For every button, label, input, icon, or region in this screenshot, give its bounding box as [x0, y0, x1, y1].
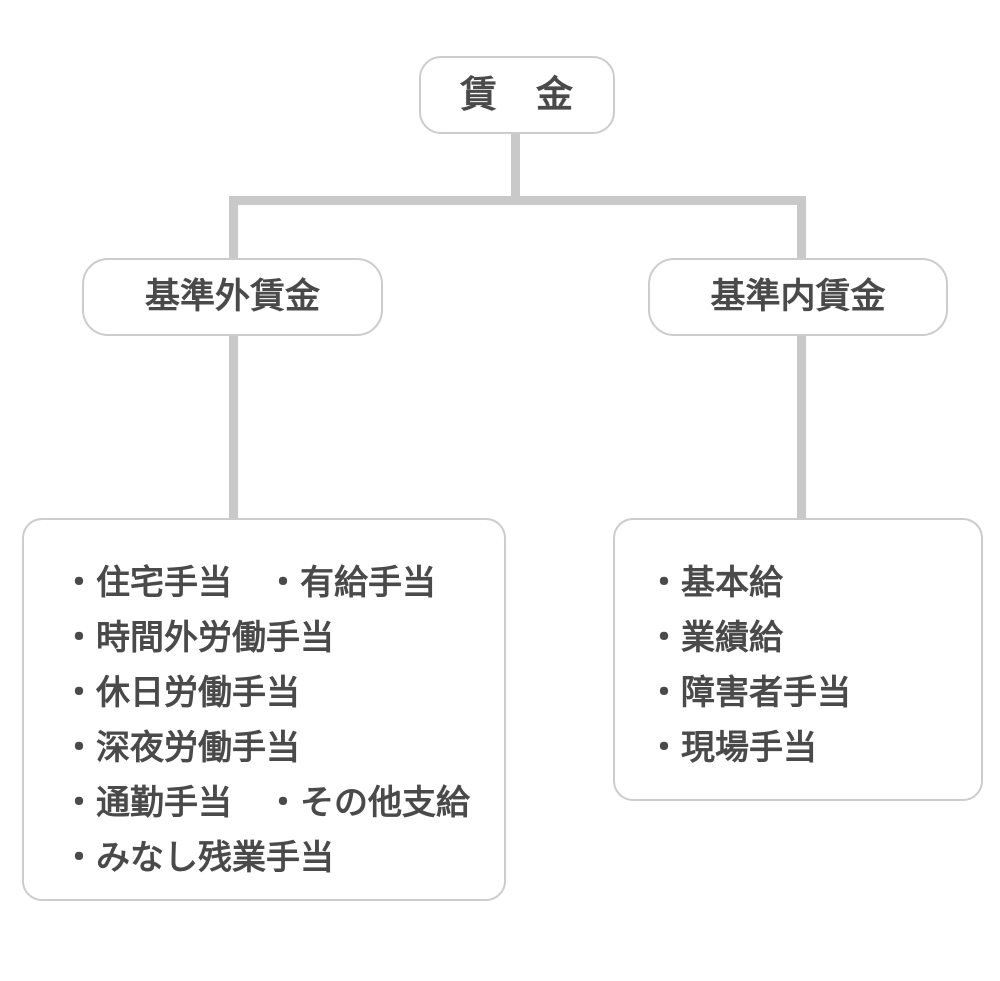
node-list-kijunnai: ・基本給 ・業績給 ・障害者手当 ・現場手当 [613, 518, 983, 801]
connector-right-branch-to-list [797, 330, 806, 524]
connector-root-stem [511, 133, 520, 202]
node-root-label: 賃 金 [460, 73, 574, 115]
list-item: ・障害者手当 [647, 674, 851, 713]
list-item: ・みなし残業手当 [62, 839, 334, 878]
connector-drop-right [797, 196, 806, 264]
list-item: ・時間外労働手当 [62, 619, 334, 658]
list-item: ・通勤手当 ・その他支給 [62, 784, 470, 823]
node-branch-kijungai-label: 基準外賃金 [144, 276, 320, 316]
list-kijunnai-items: ・基本給 ・業績給 ・障害者手当 ・現場手当 [615, 520, 851, 776]
node-branch-kijungai: 基準外賃金 [82, 258, 383, 336]
connector-drop-left [229, 196, 238, 264]
node-branch-kijunnai-label: 基準内賃金 [710, 276, 886, 316]
list-kijungai-items: ・住宅手当 ・有給手当 ・時間外労働手当 ・休日労働手当 ・深夜労働手当 ・通勤… [24, 520, 470, 886]
node-root-wages: 賃 金 [419, 56, 615, 134]
connector-left-branch-to-list [229, 330, 238, 524]
list-item: ・休日労働手当 [62, 674, 300, 713]
connector-horizontal-bar [229, 196, 806, 205]
list-item: ・現場手当 [647, 729, 817, 768]
list-item: ・基本給 [647, 564, 783, 602]
list-item: ・業績給 [647, 619, 783, 658]
node-list-kijungai: ・住宅手当 ・有給手当 ・時間外労働手当 ・休日労働手当 ・深夜労働手当 ・通勤… [22, 518, 506, 901]
list-item: ・住宅手当 ・有給手当 [62, 564, 436, 602]
node-branch-kijunnai: 基準内賃金 [648, 258, 948, 336]
list-item: ・深夜労働手当 [62, 729, 300, 768]
